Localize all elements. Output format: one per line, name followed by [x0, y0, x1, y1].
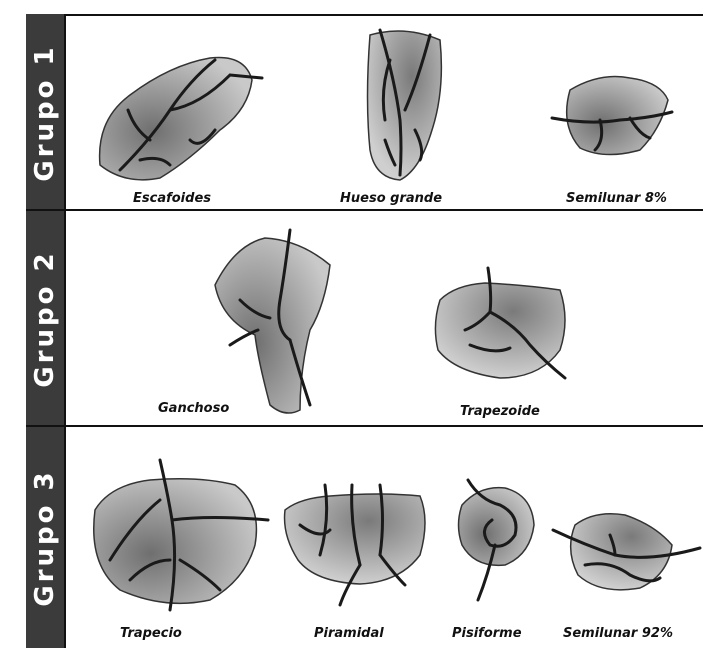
caption-semilunar-8: Semilunar 8%	[566, 191, 667, 206]
bone-hueso-grande	[368, 30, 442, 180]
caption-pisiforme: Pisiforme	[452, 626, 522, 641]
bone-trapezoide	[435, 268, 565, 378]
caption-piramidal: Piramidal	[314, 626, 384, 641]
caption-escafoides: Escafoides	[133, 191, 211, 206]
bone-pisiforme	[459, 480, 535, 600]
bone-ganchoso	[215, 230, 330, 413]
bone-semilunar-92	[553, 514, 700, 590]
caption-hueso-grande: Hueso grande	[340, 191, 442, 206]
bone-escafoides	[100, 57, 262, 179]
caption-trapezoide: Trapezoide	[460, 404, 540, 419]
bone-semilunar-8	[552, 77, 672, 155]
bone-trapecio	[94, 460, 268, 610]
bone-piramidal	[285, 485, 425, 605]
caption-ganchoso: Ganchoso	[158, 401, 229, 416]
caption-semilunar-92: Semilunar 92%	[563, 626, 673, 641]
caption-trapecio: Trapecio	[120, 626, 182, 641]
